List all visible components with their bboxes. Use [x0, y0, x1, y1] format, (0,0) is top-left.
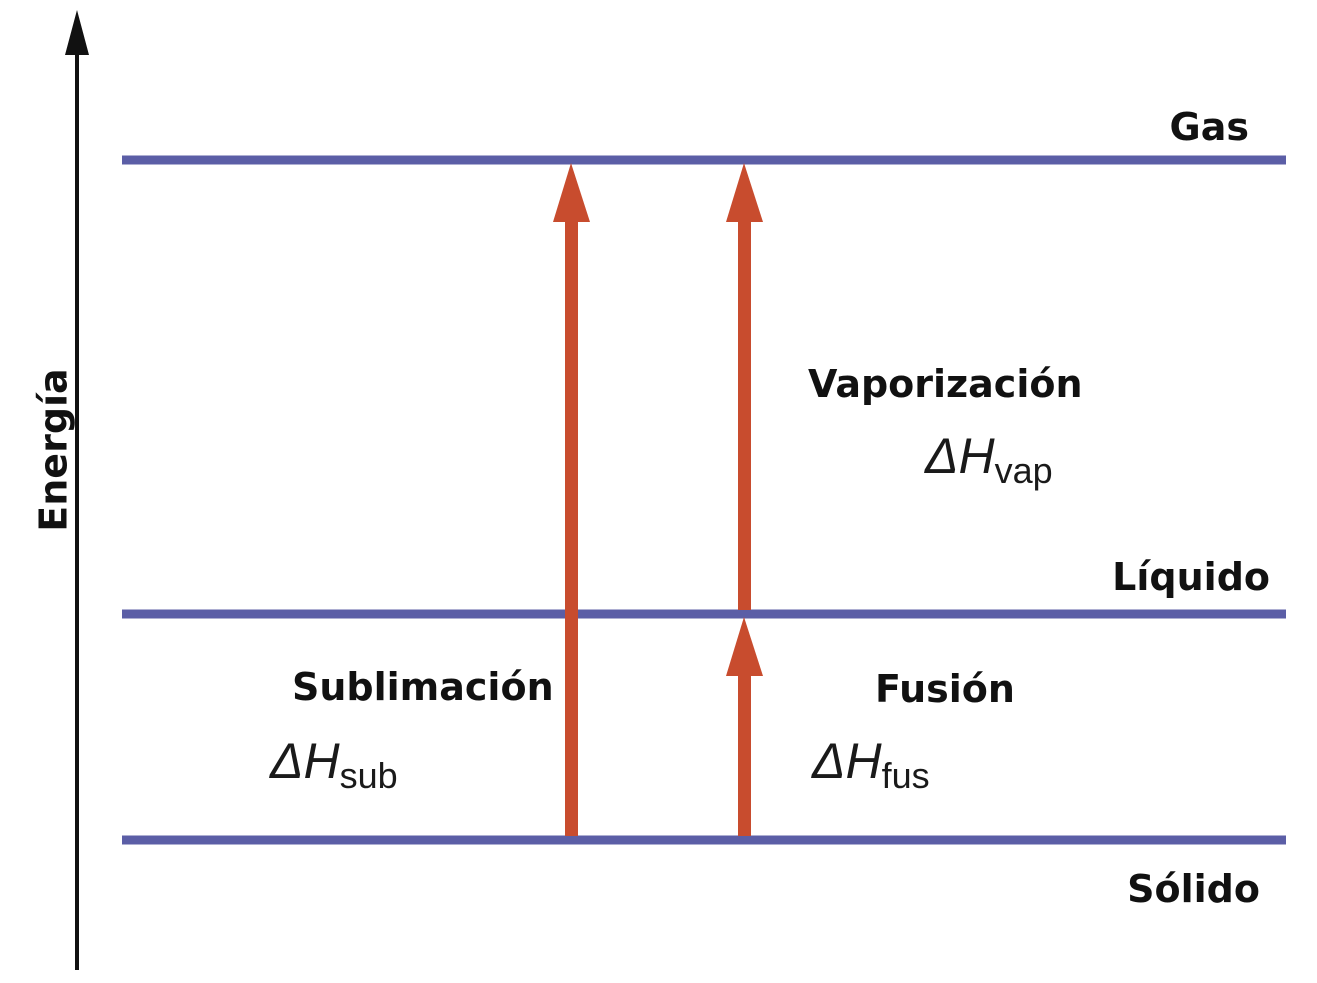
sublimation-enthalpy-symbol: ΔH — [269, 733, 341, 789]
fusion-label: Fusión — [875, 667, 1015, 711]
vaporization-enthalpy: ΔHvap — [924, 428, 1053, 491]
fusion-arrowhead — [726, 617, 763, 676]
vaporization-arrowhead — [726, 163, 763, 222]
sublimation-enthalpy-subscript: sub — [340, 755, 398, 796]
vaporization-enthalpy-subscript: vap — [995, 450, 1053, 491]
sublimation-enthalpy: ΔHsub — [269, 733, 398, 796]
fusion-enthalpy-subscript: fus — [882, 755, 930, 796]
fusion-arrow-shaft — [738, 672, 751, 836]
gas-level-label: Gas — [1170, 105, 1249, 149]
fusion-enthalpy: ΔHfus — [811, 733, 930, 796]
sublimation-arrowhead — [553, 163, 590, 222]
solid-level-label: Sólido — [1127, 867, 1260, 911]
liquid-level-label: Líquido — [1112, 555, 1270, 599]
energy-axis-arrowhead — [65, 10, 89, 55]
vaporization-label: Vaporización — [808, 362, 1083, 406]
vaporization-enthalpy-symbol: ΔH — [924, 428, 996, 484]
energy-axis-label: Energía — [32, 368, 76, 531]
vaporization-arrow-shaft — [738, 218, 751, 610]
sublimation-label: Sublimación — [292, 665, 554, 709]
sublimation-arrow-shaft — [565, 218, 578, 836]
fusion-enthalpy-symbol: ΔH — [811, 733, 883, 789]
